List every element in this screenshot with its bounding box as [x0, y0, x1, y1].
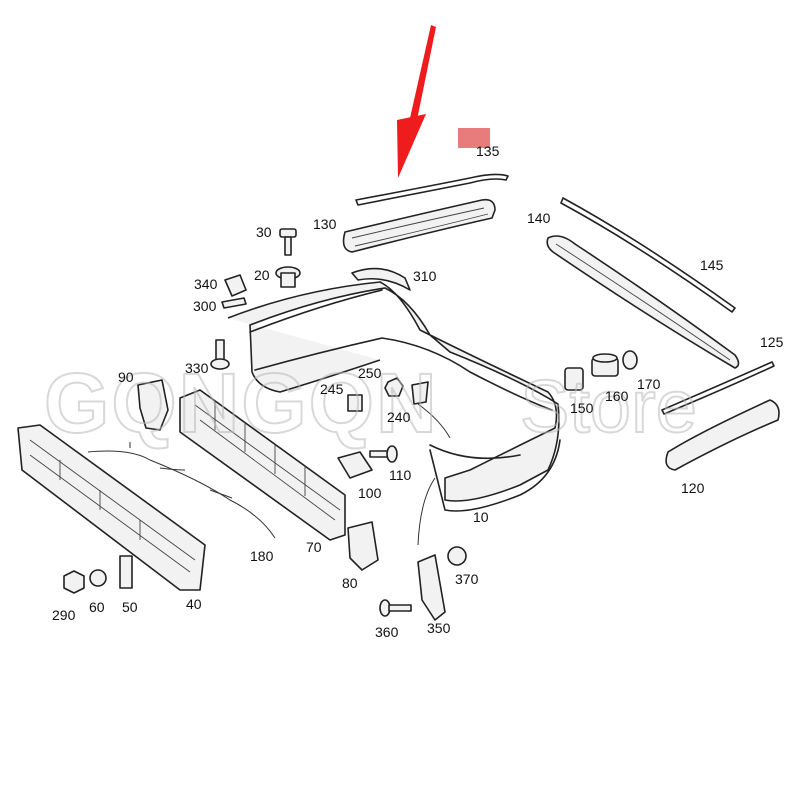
part-10-bumper-cover [227, 281, 560, 502]
callout-250: 250 [358, 365, 382, 381]
part-120-end-molding [665, 399, 780, 471]
part-300-clip [221, 297, 247, 309]
callout-120: 120 [681, 480, 705, 496]
part-80-corner-bracket [347, 521, 379, 571]
callout-70: 70 [306, 539, 322, 555]
part-360-screw [379, 599, 412, 617]
part-110-bolt [369, 445, 398, 463]
part-145-inner [555, 243, 731, 361]
part-180-wiring [87, 450, 276, 539]
callout-60: 60 [89, 599, 105, 615]
callout-290: 290 [52, 607, 76, 623]
part-130-inner [351, 207, 489, 247]
callout-360: 360 [375, 624, 399, 640]
callout-370: 370 [455, 571, 479, 587]
callout-330: 330 [185, 360, 209, 376]
part-30-pin [279, 228, 297, 256]
callout-145: 145 [700, 257, 724, 273]
leader-arrow-flap [417, 477, 436, 546]
part-370-grommet [447, 546, 467, 566]
callout-90: 90 [118, 369, 134, 385]
part-70-absorber [179, 389, 346, 541]
part-40-ribs [29, 439, 196, 573]
part-145-molding [546, 235, 740, 369]
part-245-clip [347, 394, 363, 412]
part-20-clip [275, 266, 301, 288]
callout-135: 135 [476, 143, 500, 159]
part-135-trim-strip [355, 173, 509, 206]
callout-125: 125 [760, 334, 784, 350]
callout-30: 30 [256, 224, 272, 240]
callout-130: 130 [313, 216, 337, 232]
part-180-branches [129, 442, 233, 499]
leader-arrow-bracket [417, 403, 451, 439]
part-10-lower-lip [249, 289, 553, 460]
callout-310: 310 [413, 268, 437, 284]
part-350-mud-flap [417, 554, 446, 621]
callout-40: 40 [186, 596, 202, 612]
callout-10: 10 [473, 509, 489, 525]
part-290-nut [63, 570, 85, 594]
callout-110: 110 [389, 467, 412, 483]
part-60-washer [89, 569, 107, 587]
highlight-box [458, 128, 490, 148]
part-100-bracket [337, 451, 373, 479]
callout-80: 80 [342, 575, 358, 591]
part-170-ring [622, 350, 638, 370]
callout-160: 160 [605, 388, 629, 404]
part-240-clip [411, 381, 429, 405]
callout-180: 180 [250, 548, 274, 564]
watermark-brand: GQNGQN [44, 356, 439, 450]
part-140-trim [560, 197, 736, 313]
red-arrow-shaft [410, 25, 436, 120]
watermark-store: Store [520, 365, 697, 448]
callout-240: 240 [387, 409, 411, 425]
callout-170: 170 [637, 376, 661, 392]
part-125-trim [661, 361, 775, 415]
part-330-bolt [210, 339, 230, 370]
part-70-ribs [194, 400, 341, 521]
callout-150: 150 [570, 400, 594, 416]
red-arrow-icon [397, 25, 436, 178]
callout-340: 340 [194, 276, 218, 292]
callout-100: 100 [358, 485, 382, 501]
part-90-bracket [137, 379, 169, 431]
callout-350: 350 [427, 620, 451, 636]
callout-300: 300 [193, 298, 217, 314]
callout-20: 20 [254, 267, 270, 283]
callout-50: 50 [122, 599, 138, 615]
red-arrow-head [397, 114, 426, 178]
part-310-strip [351, 267, 411, 291]
callout-245: 245 [320, 381, 344, 397]
part-10-outer-face [429, 439, 561, 512]
callout-140: 140 [527, 210, 551, 226]
part-250-nut [384, 377, 404, 397]
part-150-sensor-housing [564, 367, 584, 391]
part-130-molding [342, 198, 496, 253]
part-340-clip [224, 274, 247, 297]
part-160-sensor [591, 353, 619, 377]
part-50-clip [119, 555, 133, 589]
